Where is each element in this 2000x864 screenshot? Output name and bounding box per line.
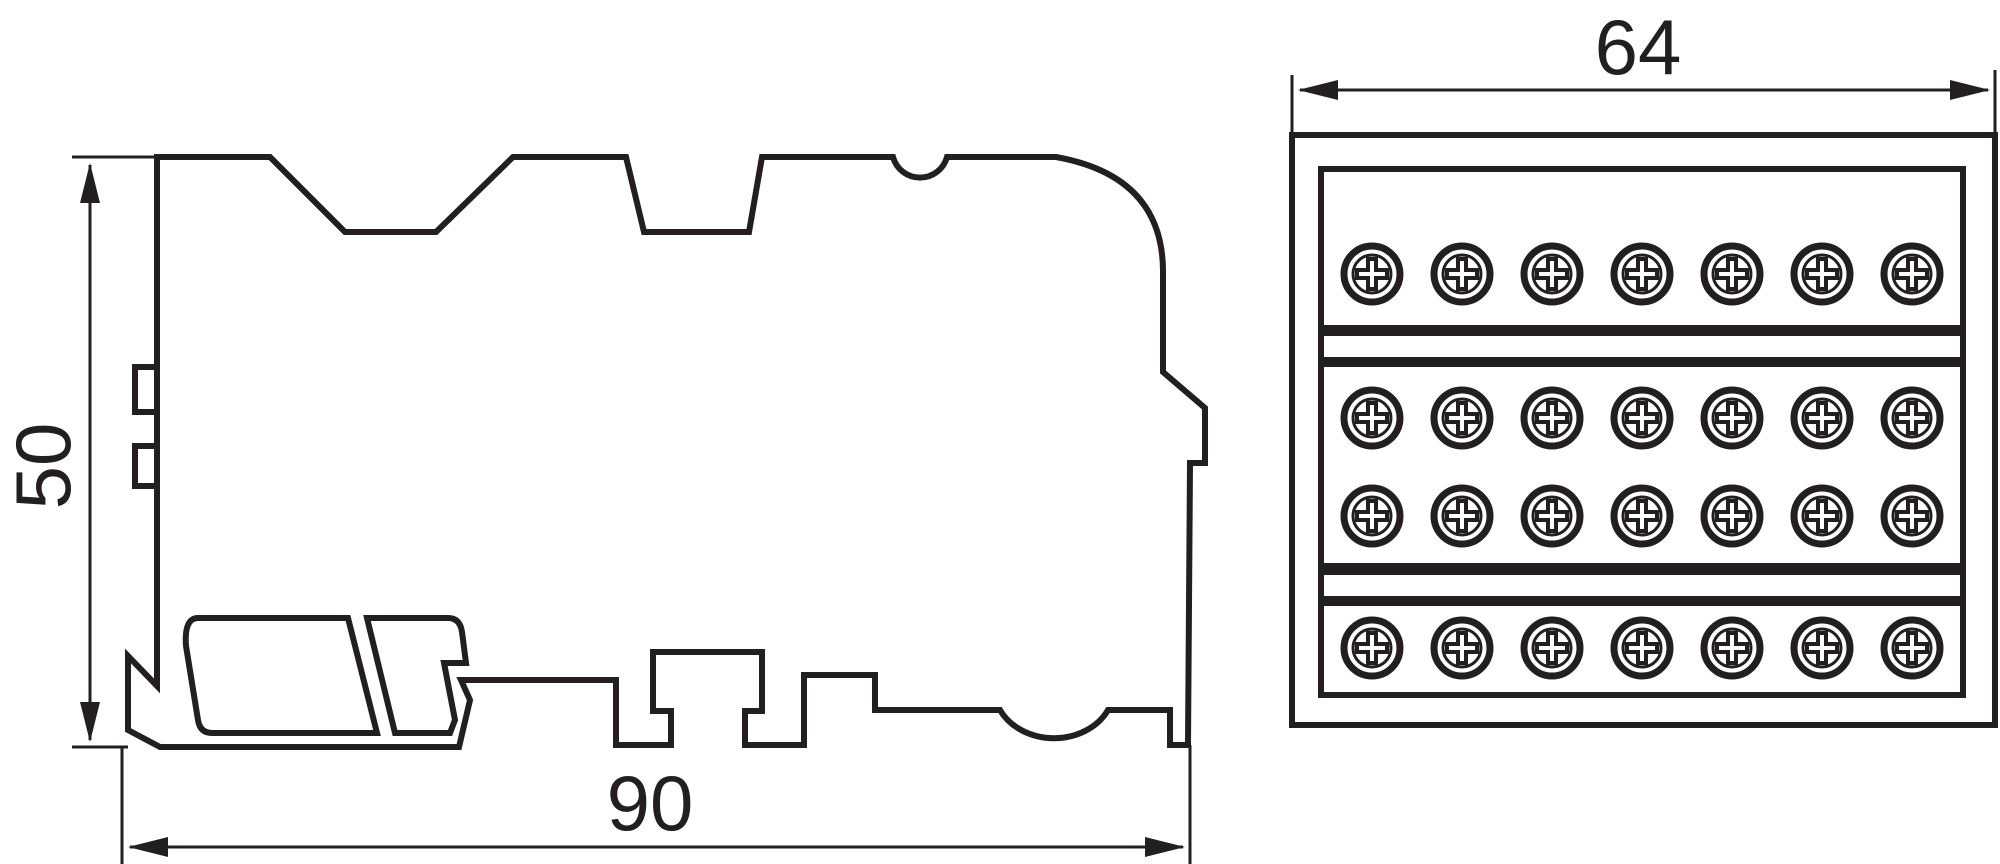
- screw-terminal-icon: [1430, 616, 1494, 680]
- screw-terminal-icon: [1610, 242, 1674, 306]
- screw-terminal-icon: [1610, 484, 1674, 548]
- top-view: 64: [1289, 3, 1998, 728]
- screw-terminal-icon: [1880, 616, 1944, 680]
- screw-terminal-icon: [1430, 242, 1494, 306]
- width-label: 90: [607, 759, 694, 847]
- screw-terminal-icon: [1880, 242, 1944, 306]
- clip-tab-lower: [132, 443, 160, 489]
- side-view-body-outline: [125, 154, 1208, 750]
- screw-terminal-icon: [1520, 242, 1584, 306]
- screw-grid: [1340, 242, 1944, 680]
- screw-terminal-icon: [1430, 386, 1494, 450]
- screw-terminal-icon: [1700, 386, 1764, 450]
- screw-terminal-icon: [1340, 386, 1404, 450]
- screw-terminal-icon: [1700, 484, 1764, 548]
- bottom-latch-left: [182, 615, 381, 736]
- terminal-block-bottom: [1318, 600, 1966, 698]
- height-label: 50: [0, 423, 87, 510]
- screw-terminal-icon: [1340, 616, 1404, 680]
- screw-terminal-icon: [1610, 386, 1674, 450]
- screw-terminal-icon: [1880, 484, 1944, 548]
- terminal-block-middle: [1318, 361, 1966, 569]
- screw-terminal-icon: [1610, 616, 1674, 680]
- screw-terminal-icon: [1520, 386, 1584, 450]
- bottom-latch-right: [363, 615, 470, 736]
- clip-tab-upper: [132, 364, 160, 415]
- separator-strip-bottom: [1318, 569, 1966, 602]
- top-width-label: 64: [1595, 3, 1682, 91]
- screw-terminal-icon: [1790, 484, 1854, 548]
- screw-terminal-icon: [1340, 242, 1404, 306]
- screw-terminal-icon: [1700, 242, 1764, 306]
- top-view-outer-frame: [1289, 132, 1998, 728]
- screw-terminal-icon: [1520, 484, 1584, 548]
- screw-terminal-icon: [1700, 616, 1764, 680]
- screw-terminal-icon: [1880, 386, 1944, 450]
- screw-terminal-icon: [1430, 484, 1494, 548]
- screw-terminal-icon: [1790, 616, 1854, 680]
- screw-terminal-icon: [1340, 484, 1404, 548]
- side-view: 50 90: [0, 154, 1208, 864]
- separator-strip-top: [1318, 330, 1966, 363]
- screw-terminal-icon: [1790, 386, 1854, 450]
- screw-terminal-icon: [1520, 616, 1584, 680]
- terminal-block-top: [1318, 166, 1966, 331]
- screw-terminal-icon: [1790, 242, 1854, 306]
